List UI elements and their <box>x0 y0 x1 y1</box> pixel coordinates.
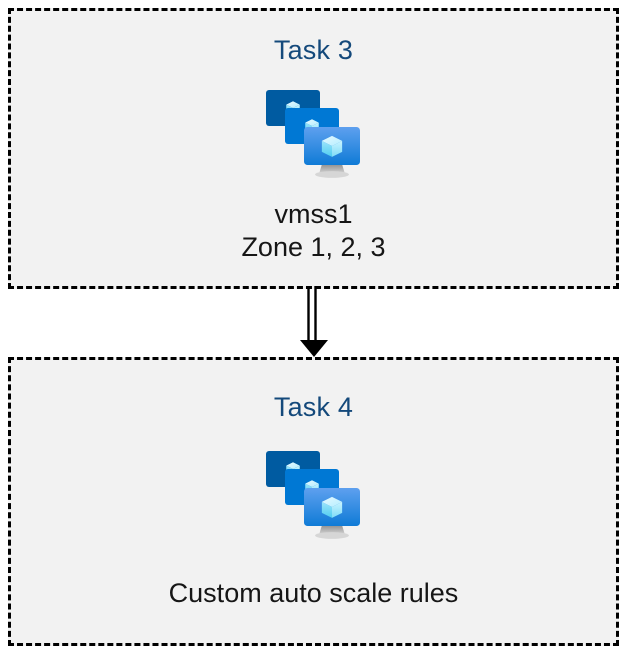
task-box-task-4[interactable]: Task 4 <box>8 357 619 646</box>
task-box-task-3[interactable]: Task 3 <box>8 8 619 289</box>
caption-line: vmss1 <box>274 199 353 229</box>
monitor-stand-shape <box>314 164 349 178</box>
caption-line: Custom auto scale rules <box>168 578 459 608</box>
task-caption: Custom auto scale rules <box>169 577 459 610</box>
flow-arrow-task3-to-task4 <box>296 286 332 358</box>
monitor-stand-shape <box>314 525 349 539</box>
task-title: Task 3 <box>273 35 354 65</box>
task-title: Task 4 <box>273 392 354 422</box>
monitor-front-shape <box>303 488 360 526</box>
monitor-front-shape <box>303 127 360 165</box>
virtual-machine-scale-set-icon <box>262 447 366 541</box>
virtual-machine-scale-set-icon <box>262 86 366 180</box>
task-caption: vmss1 Zone 1, 2, 3 <box>241 198 385 264</box>
caption-line: Zone 1, 2, 3 <box>241 231 386 262</box>
